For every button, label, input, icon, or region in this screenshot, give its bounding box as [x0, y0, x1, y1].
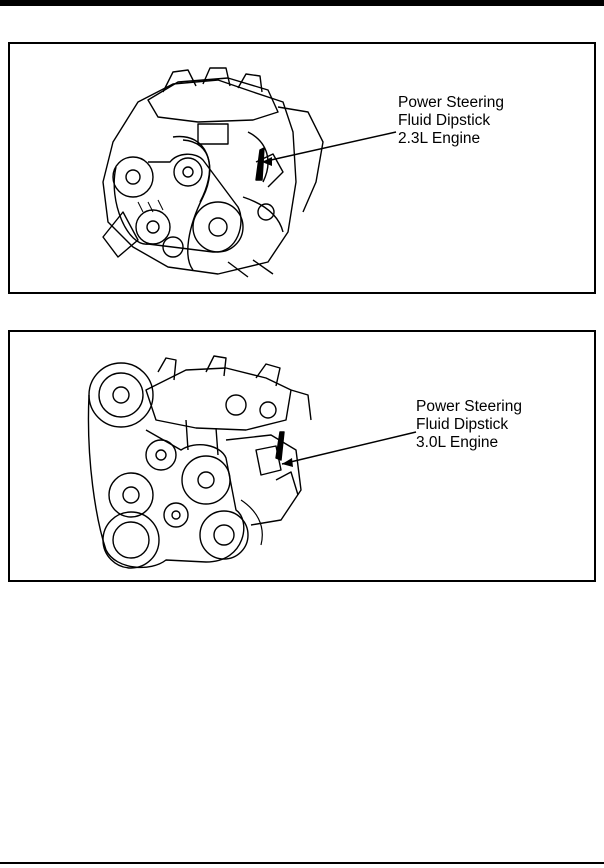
figure-3-0l-engine: Power Steering Fluid Dipstick 3.0L Engin…	[8, 330, 596, 582]
callout-line-1: Power Steering	[398, 94, 504, 111]
callout-leader-line	[261, 131, 397, 166]
callout-label: Power Steering Fluid Dipstick 2.3L Engin…	[398, 94, 504, 148]
engine-2-3l-illustration	[102, 67, 324, 278]
callout-leader-line	[281, 431, 417, 467]
figure-2-3l-engine: Power Steering Fluid Dipstick 2.3L Engin…	[8, 42, 596, 294]
callout-line-2: Fluid Dipstick	[398, 112, 491, 129]
callout-line-3: 2.3L Engine	[398, 130, 481, 147]
header-rule	[0, 0, 604, 6]
callout-label: Power Steering Fluid Dipstick 3.0L Engin…	[416, 398, 522, 452]
callout-line-3: 3.0L Engine	[416, 434, 499, 451]
callout-line-1: Power Steering	[416, 398, 522, 415]
callout-line-2: Fluid Dipstick	[416, 416, 509, 433]
footer-rule	[0, 862, 604, 864]
engine-3-0l-illustration	[87, 355, 312, 569]
